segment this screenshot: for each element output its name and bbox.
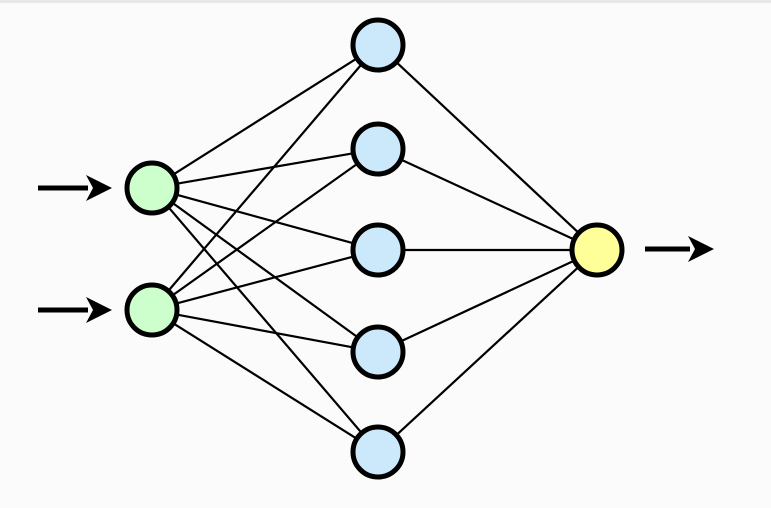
edge-i2-h1 [165, 61, 365, 294]
io-arrows-group [38, 175, 714, 323]
output-node-1[interactable] [569, 222, 625, 278]
hidden-node-3[interactable] [350, 222, 406, 278]
edge-i1-h1 [170, 56, 360, 177]
input-arrow-2 [38, 297, 112, 323]
edge-i2-h2 [169, 161, 361, 298]
output-layer [569, 222, 625, 278]
input-arrow-1-head [86, 175, 112, 201]
hidden-node-5[interactable] [350, 424, 406, 480]
edge-i1-h2 [173, 151, 357, 186]
hidden-node-2[interactable] [350, 121, 406, 177]
edge-h4-o1 [397, 258, 578, 344]
input-node-2[interactable] [124, 282, 180, 338]
hidden-layer [350, 17, 406, 480]
edge-i2-h4 [173, 313, 357, 349]
edge-i1-h3 [173, 192, 357, 246]
hidden-node-1[interactable] [350, 17, 406, 73]
edge-i1-h4 [169, 200, 361, 340]
output-arrow-1 [645, 236, 714, 262]
edge-h5-o1 [393, 264, 582, 438]
output-arrow-1-head [688, 236, 714, 262]
input-node-1[interactable] [124, 160, 180, 216]
input-layer [124, 160, 180, 338]
input-arrow-1 [38, 175, 112, 201]
edge-i2-h3 [173, 254, 357, 306]
edge-h1-o1 [393, 59, 582, 236]
top-edge-strip [0, 0, 771, 3]
hidden-node-4[interactable] [350, 324, 406, 380]
nodes-group [124, 17, 625, 480]
edge-i2-h5 [170, 321, 360, 441]
input-arrow-2-head [86, 297, 112, 323]
connection-edges-group [165, 56, 582, 441]
edge-i1-h5 [165, 204, 365, 436]
edge-h2-o1 [397, 157, 578, 242]
